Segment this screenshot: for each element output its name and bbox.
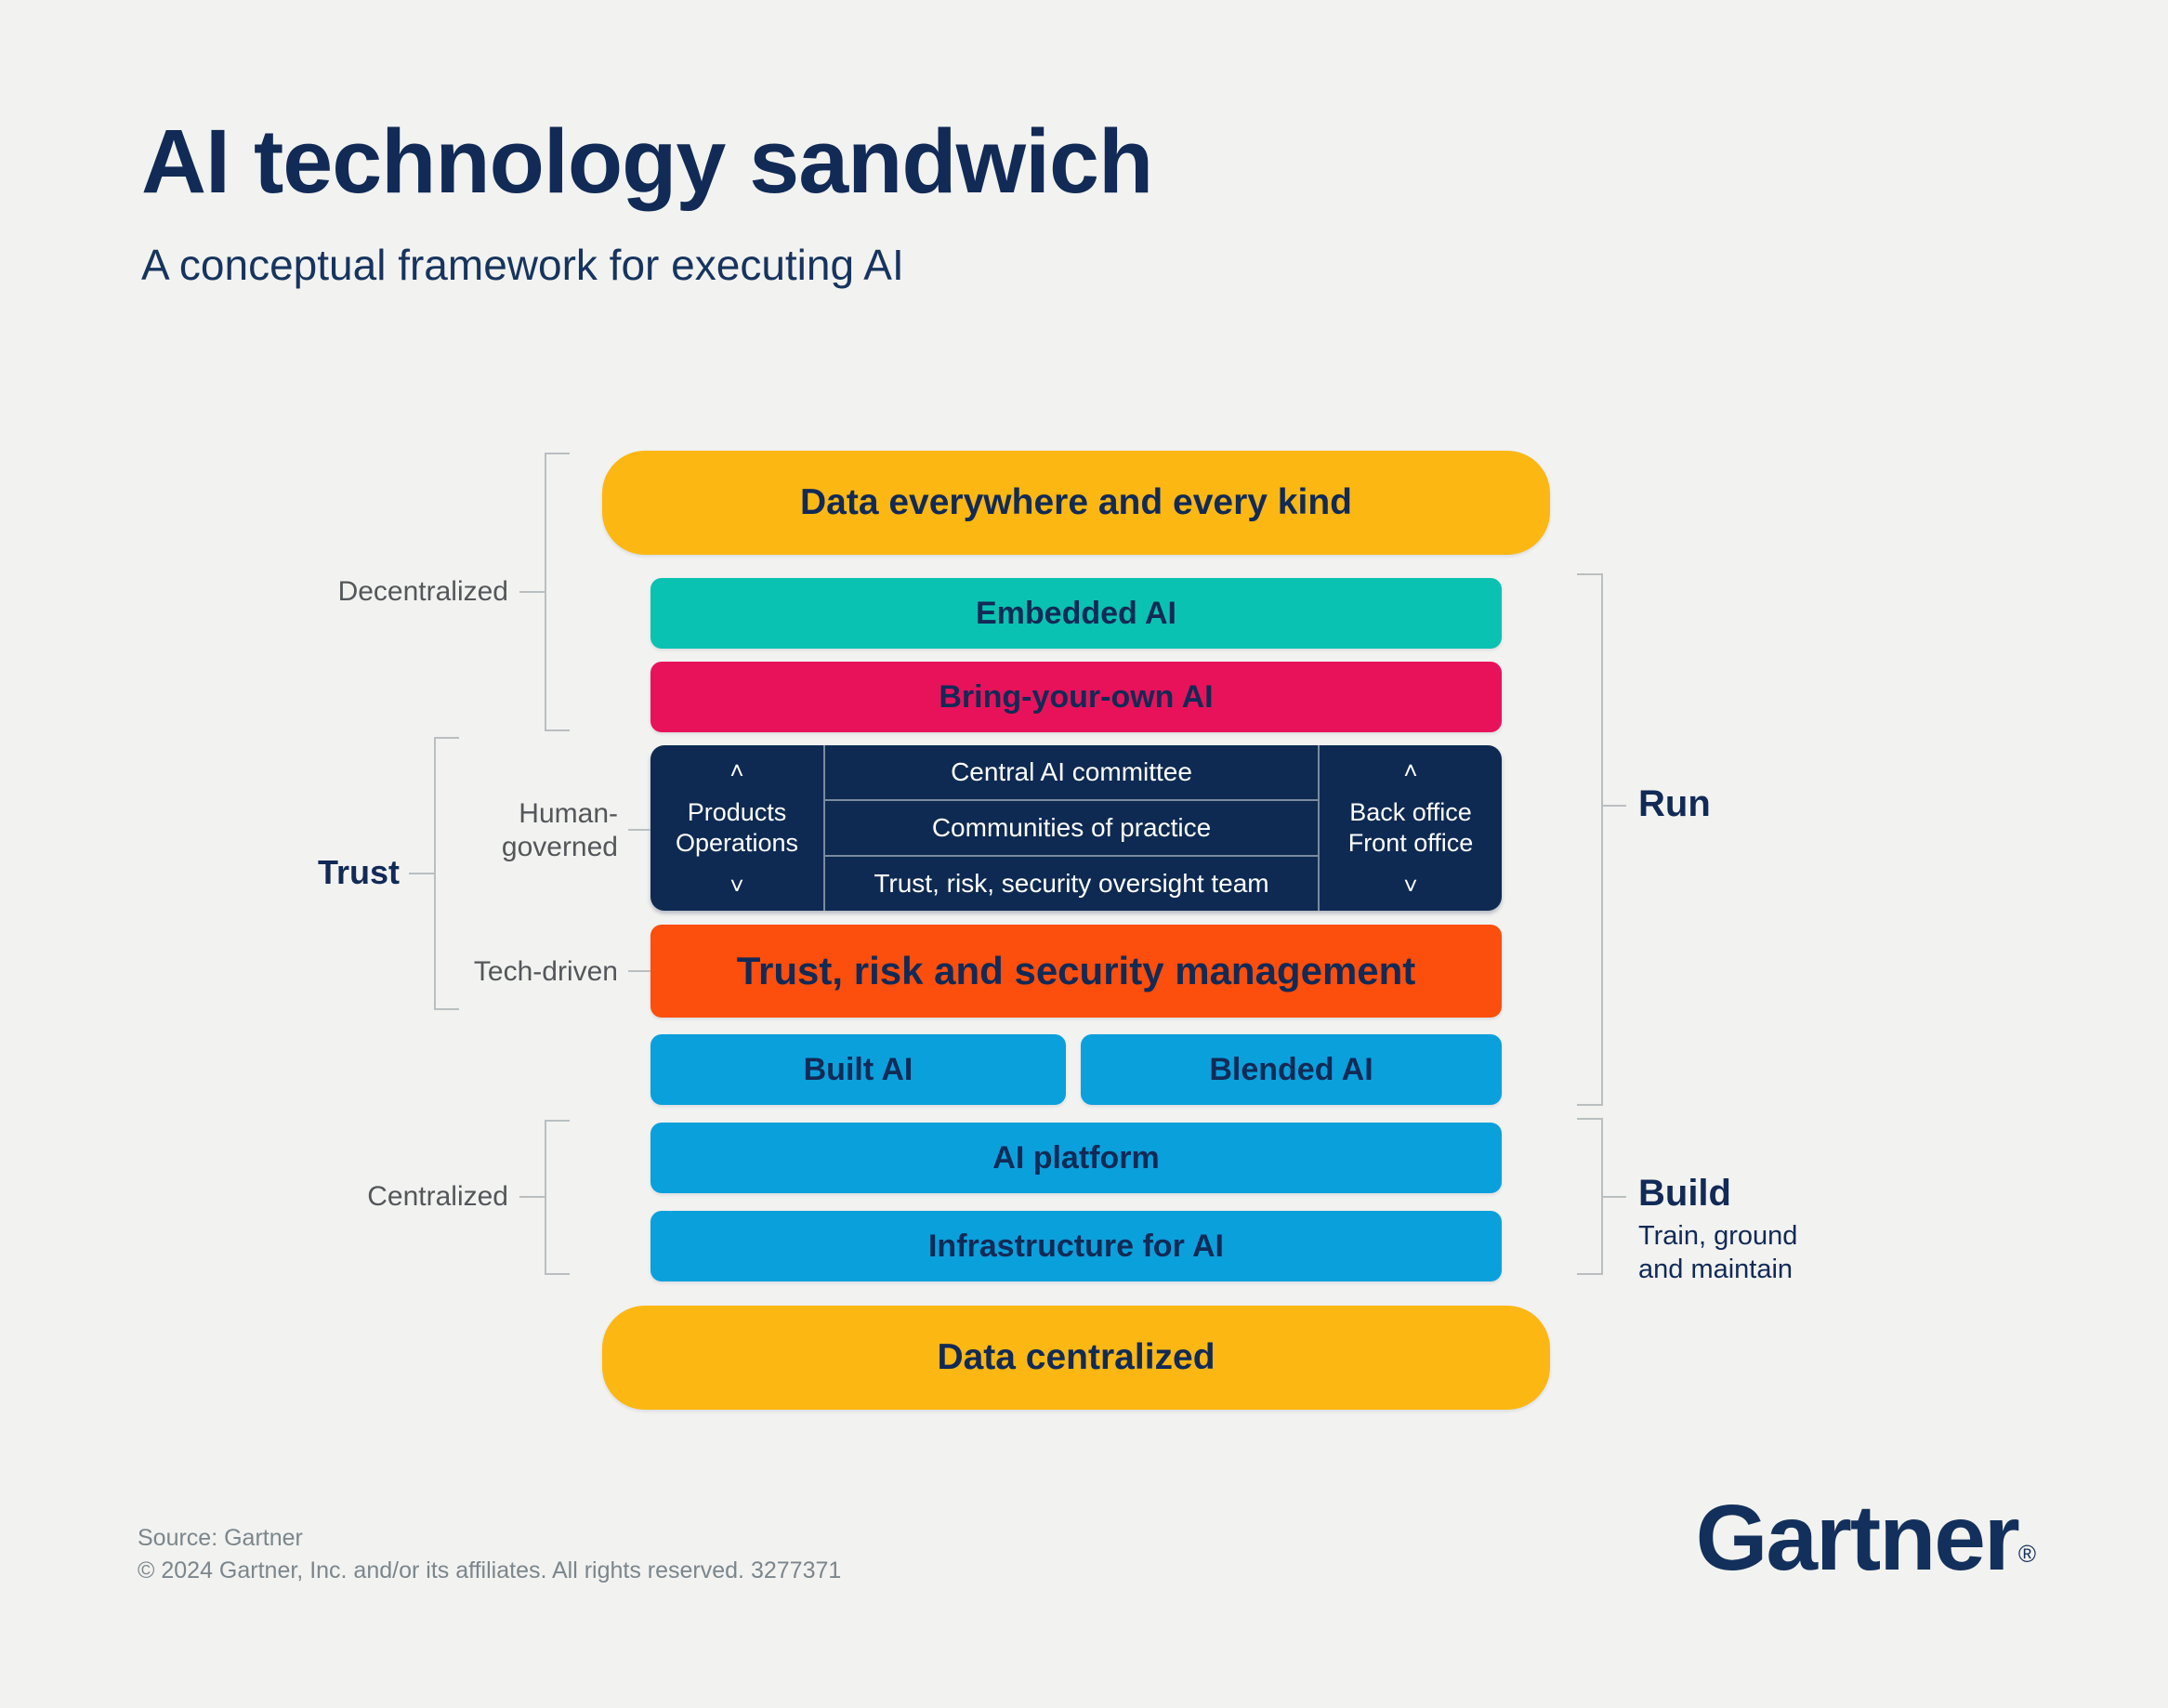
governance-left-lines: Products Operations (676, 797, 798, 859)
up-arrow-icon: ˄ (729, 756, 744, 784)
gartner-logo: Gartner® (1696, 1485, 2036, 1592)
source-note: Source: Gartner © 2024 Gartner, Inc. and… (138, 1522, 841, 1587)
run-bracket-bottom-tick (1577, 1104, 1602, 1106)
label-build: Build (1638, 1173, 1731, 1214)
decentralized-bracket-mid-tick (519, 591, 545, 593)
registered-trademark-icon: ® (2017, 1540, 2036, 1568)
bar-data-everywhere: Data everywhere and every kind (602, 451, 1550, 555)
governance-operations-label: Operations (675, 829, 799, 857)
bar-infrastructure-for-ai-label: Infrastructure for AI (927, 1228, 1224, 1264)
down-arrow-icon: ˅ (1403, 872, 1418, 900)
bar-trust-risk-security-management: Trust, risk and security management (650, 925, 1502, 1018)
decentralized-bracket-top-tick (545, 453, 570, 454)
bar-built-ai-label: Built AI (803, 1051, 913, 1087)
trust-bracket-mid-tick (409, 873, 434, 874)
trust-bracket-top-tick (434, 737, 459, 739)
run-bracket (1601, 573, 1603, 1106)
bar-trust-risk-security-management-label: Trust, risk and security management (736, 949, 1416, 992)
bar-embedded-ai: Embedded AI (650, 578, 1502, 649)
decentralized-bracket (545, 453, 546, 731)
run-bracket-top-tick (1577, 573, 1602, 575)
bar-ai-platform: AI platform (650, 1123, 1502, 1193)
label-decentralized: Decentralized (337, 576, 508, 607)
human-governed-connector (628, 829, 650, 831)
governance-row-trust-risk-security-team: Trust, risk, security oversight team (825, 855, 1318, 911)
build-bracket-top-tick (1577, 1118, 1602, 1120)
label-human-governed-line2: governed (501, 832, 618, 862)
bar-infrastructure-for-ai: Infrastructure for AI (650, 1211, 1502, 1281)
bar-blended-ai: Blended AI (1081, 1034, 1502, 1105)
bar-data-centralized: Data centralized (602, 1306, 1550, 1410)
governance-row-central-ai-committee: Central AI committee (951, 757, 1192, 786)
governance-middle-column: Central AI committee Communities of prac… (823, 745, 1320, 911)
copyright-line: © 2024 Gartner, Inc. and/or its affiliat… (138, 1557, 842, 1583)
label-trust: Trust (317, 853, 400, 891)
centralized-bracket-bottom-tick (545, 1273, 570, 1275)
label-build-subtext-line2: and maintain (1638, 1255, 1794, 1284)
governance-row-communities-of-practice: Communities of practice (825, 799, 1318, 855)
tech-driven-connector (628, 970, 650, 972)
governance-front-office-label: Front office (1347, 829, 1474, 857)
gartner-logo-text: Gartner (1695, 1486, 2020, 1590)
label-build-subtext: Train, ground and maintain (1638, 1219, 1797, 1286)
centralized-bracket-top-tick (545, 1120, 570, 1122)
source-line: Source: Gartner (138, 1525, 303, 1551)
label-build-subtext-line1: Train, ground (1638, 1221, 1798, 1251)
bar-data-everywhere-label: Data everywhere and every kind (800, 482, 1352, 522)
trust-bracket-bottom-tick (434, 1008, 459, 1010)
up-arrow-icon: ˄ (1403, 756, 1418, 784)
bar-data-centralized-label: Data centralized (937, 1337, 1215, 1377)
label-tech-driven: Tech-driven (473, 956, 618, 987)
centralized-bracket-mid-tick (519, 1196, 545, 1198)
label-human-governed-line1: Human- (519, 798, 618, 829)
build-bracket-bottom-tick (1577, 1273, 1602, 1275)
label-run: Run (1638, 783, 1711, 824)
governance-left-column: ˄ Products Operations ˅ (650, 745, 823, 911)
build-bracket-mid-tick (1602, 1196, 1626, 1198)
bar-built-ai: Built AI (650, 1034, 1066, 1105)
governance-products-label: Products (687, 798, 787, 826)
bar-embedded-ai-label: Embedded AI (976, 595, 1176, 631)
governance-back-office-label: Back office (1349, 798, 1472, 826)
bar-ai-platform-label: AI platform (992, 1139, 1160, 1176)
governance-right-lines: Back office Front office (1348, 797, 1474, 859)
label-human-governed: Human- governed (502, 797, 618, 864)
decentralized-bracket-bottom-tick (545, 729, 570, 731)
governance-box: ˄ Products Operations ˅ Central AI commi… (650, 745, 1502, 911)
bar-blended-ai-label: Blended AI (1209, 1051, 1373, 1087)
page-subtitle: A conceptual framework for executing AI (141, 241, 904, 289)
run-bracket-mid-tick (1602, 805, 1626, 807)
label-centralized: Centralized (367, 1181, 508, 1212)
down-arrow-icon: ˅ (729, 872, 744, 900)
centralized-bracket (545, 1120, 546, 1275)
trust-bracket (434, 737, 436, 1010)
page-title: AI technology sandwich (141, 111, 1153, 212)
governance-right-column: ˄ Back office Front office ˅ (1320, 745, 1502, 911)
bar-bring-your-own-ai-label: Bring-your-own AI (939, 678, 1214, 715)
bar-bring-your-own-ai: Bring-your-own AI (650, 662, 1502, 732)
